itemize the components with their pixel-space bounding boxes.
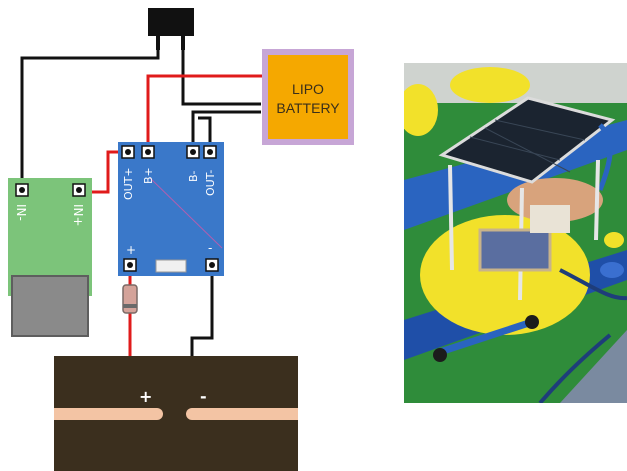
photo-blue-bar: [438, 318, 534, 356]
solar-label-plus: +: [139, 387, 152, 406]
power-switch: [148, 8, 194, 50]
charger-board: OUT+ B+ B- OUT- + -: [118, 142, 224, 276]
pad-in-plus-hole: [127, 262, 133, 268]
photo-panel-grid-3: [484, 127, 571, 173]
switch-pin-right: [181, 34, 185, 50]
switch-body: [148, 8, 194, 36]
battery-label-line1: LIPO: [292, 81, 324, 97]
pad-b-plus-hole: [145, 149, 151, 155]
switch-pin-left: [156, 34, 160, 50]
usb-input-board: IN- IN+: [8, 178, 92, 337]
label-b-plus: B+: [142, 167, 155, 184]
charger-trace-diagonal: [149, 177, 223, 249]
wire-out-minus: [198, 116, 212, 152]
solar-panel: + -: [54, 356, 298, 471]
usb-pin-in-minus-hole: [19, 187, 25, 193]
photo-electronics: [478, 228, 552, 272]
pad-out-plus-hole: [125, 149, 131, 155]
photo-panel-grid-1: [469, 136, 561, 161]
label-in-minus: -: [208, 241, 212, 255]
photo-bar-end-2: [525, 315, 539, 329]
usb-connector: [11, 275, 89, 337]
photo-panel-grid-2: [494, 119, 586, 141]
lipo-battery: LIPO BATTERY: [262, 49, 354, 145]
diode-band: [123, 304, 137, 308]
pad-in-minus-hole: [209, 262, 215, 268]
photo-yellow-dot: [604, 232, 624, 248]
wire-switch-to-charger-b-minus: [181, 48, 261, 106]
usb-pin-in-plus-hole: [76, 187, 82, 193]
solar-trace-right: [186, 408, 298, 420]
wire-battery-to-b-minus: [191, 110, 261, 152]
diode: [122, 284, 138, 314]
wire-battery-to-charger-b-plus: [146, 74, 264, 152]
charger-body: [118, 142, 224, 276]
battery-body: [268, 55, 348, 139]
photo-breadboard: [530, 205, 570, 233]
usb-label-in-plus: IN+: [71, 204, 85, 227]
battery-label-line2: BATTERY: [276, 100, 340, 116]
photo-post-1: [448, 164, 454, 271]
photo-yellow-blob-3: [404, 84, 438, 136]
solar-label-minus: -: [200, 387, 207, 406]
photo-frame-arc: [597, 123, 613, 191]
diode-body: [122, 284, 138, 314]
label-out-plus: OUT+: [122, 167, 135, 200]
solar-prototype-photo: [404, 63, 627, 403]
usb-label-in-minus: IN-: [14, 204, 28, 221]
photo-bar-end-1: [433, 348, 447, 362]
label-out-minus: OUT-: [204, 170, 217, 196]
solar-trace-left: [54, 408, 163, 420]
photo-yellow-blob-2: [450, 67, 530, 103]
wire-switch-to-usb-in-minus: [20, 48, 160, 188]
pad-out-minus-hole: [207, 149, 213, 155]
photo-solar-panel: [438, 96, 616, 184]
charger-chip: [155, 259, 187, 273]
photo-cable-2: [538, 333, 612, 403]
photo-cable-1: [559, 268, 627, 301]
photo-blue-dot: [600, 262, 624, 278]
photo-gray-corner: [560, 330, 627, 403]
label-b-minus: B-: [187, 170, 200, 182]
photo-post-3: [594, 159, 600, 241]
label-in-plus: +: [126, 243, 136, 257]
pad-b-minus-hole: [190, 149, 196, 155]
